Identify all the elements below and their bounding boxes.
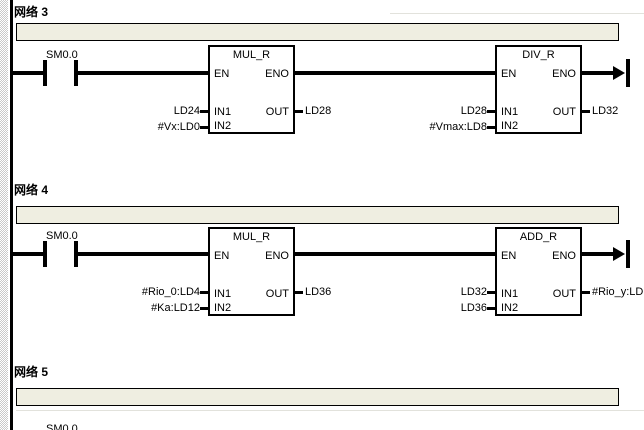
pin-connector	[487, 126, 495, 129]
network-comment-bar[interactable]	[16, 388, 619, 406]
pin-connector	[200, 307, 208, 310]
function-box-title: ADD_R	[519, 231, 558, 243]
rung-wire	[78, 71, 208, 75]
rung-continuation-arrow-icon	[613, 66, 625, 80]
pin-out: OUT	[552, 106, 576, 118]
divider-line	[390, 13, 644, 14]
pin-in1: IN1	[501, 106, 519, 118]
pin-in2: IN2	[214, 302, 232, 314]
pin-en: EN	[501, 250, 517, 262]
contact-bar-icon	[74, 241, 78, 267]
pin-in2: IN2	[501, 120, 519, 132]
pin-connector	[487, 307, 495, 310]
pin-connector	[582, 291, 590, 294]
in1-operand[interactable]: #Rio_0:LD4	[141, 286, 200, 298]
divider-line	[16, 410, 644, 411]
rung-wire	[78, 252, 208, 256]
normally-open-contact[interactable]	[43, 60, 78, 86]
pin-eno: ENO	[552, 250, 576, 262]
network-header[interactable]: 网络 3	[14, 5, 49, 19]
network-comment-bar[interactable]	[16, 206, 619, 224]
rung-wire	[295, 252, 495, 256]
pin-in2: IN2	[214, 120, 232, 132]
function-box-title: MUL_R	[232, 231, 271, 243]
in2-operand[interactable]: LD36	[460, 302, 487, 314]
rung-wire	[295, 71, 495, 75]
pin-in1: IN1	[501, 288, 519, 300]
pin-out: OUT	[552, 288, 576, 300]
network-header[interactable]: 网络 5	[14, 365, 49, 379]
out-operand[interactable]: #Rio_y:LD1	[592, 286, 644, 298]
pin-eno: ENO	[552, 68, 576, 80]
function-box-add-r[interactable]: ADD_R EN ENO IN1 OUT IN2	[495, 227, 582, 316]
contact-operand[interactable]: SM0.0	[46, 49, 78, 61]
editor-left-margin	[0, 0, 8, 430]
contact-operand[interactable]: SM0.0	[46, 230, 78, 242]
in2-operand[interactable]: #Vx:LD0	[157, 121, 200, 133]
in2-operand[interactable]: #Ka:LD12	[151, 302, 200, 314]
rung-continuation-bar-icon	[626, 59, 630, 87]
contact-bar-icon	[43, 60, 47, 86]
pin-connector	[487, 291, 495, 294]
pin-connector	[487, 110, 495, 113]
contact-bar-icon	[74, 60, 78, 86]
contact-operand[interactable]: SM0.0	[46, 423, 78, 430]
pin-connector	[200, 126, 208, 129]
rung-wire	[582, 252, 614, 256]
pin-in1: IN1	[214, 288, 232, 300]
network-comment-bar[interactable]	[16, 23, 619, 41]
pin-out: OUT	[265, 288, 289, 300]
pin-en: EN	[501, 68, 517, 80]
pin-connector	[200, 291, 208, 294]
function-box-mul-r[interactable]: MUL_R EN ENO IN1 OUT IN2	[208, 227, 295, 316]
pin-en: EN	[214, 68, 230, 80]
pin-in2: IN2	[501, 302, 519, 314]
normally-open-contact[interactable]	[43, 241, 78, 267]
out-operand[interactable]: LD28	[305, 105, 332, 117]
left-power-rail	[10, 0, 13, 430]
in2-operand[interactable]: #Vmax:LD8	[429, 121, 487, 133]
in1-operand[interactable]: LD24	[173, 105, 200, 117]
function-box-title: DIV_R	[522, 49, 555, 61]
rung-wire	[13, 71, 43, 75]
pin-in1: IN1	[214, 106, 232, 118]
rung-wire	[582, 71, 614, 75]
contact-bar-icon	[43, 241, 47, 267]
pin-en: EN	[214, 250, 230, 262]
function-box-mul-r[interactable]: MUL_R EN ENO IN1 OUT IN2	[208, 45, 295, 134]
pin-connector	[295, 291, 303, 294]
pin-connector	[295, 110, 303, 113]
function-box-title: MUL_R	[232, 49, 271, 61]
rung-wire	[13, 252, 43, 256]
in1-operand[interactable]: LD28	[460, 105, 487, 117]
out-operand[interactable]: LD36	[305, 286, 332, 298]
pin-eno: ENO	[265, 68, 289, 80]
pin-out: OUT	[265, 106, 289, 118]
network-header[interactable]: 网络 4	[14, 183, 49, 197]
pin-eno: ENO	[265, 250, 289, 262]
out-operand[interactable]: LD32	[592, 105, 619, 117]
pin-connector	[200, 110, 208, 113]
pin-connector	[582, 110, 590, 113]
rung-continuation-bar-icon	[626, 240, 630, 268]
in1-operand[interactable]: LD32	[460, 286, 487, 298]
function-box-div-r[interactable]: DIV_R EN ENO IN1 OUT IN2	[495, 45, 582, 134]
rung-continuation-arrow-icon	[613, 247, 625, 261]
